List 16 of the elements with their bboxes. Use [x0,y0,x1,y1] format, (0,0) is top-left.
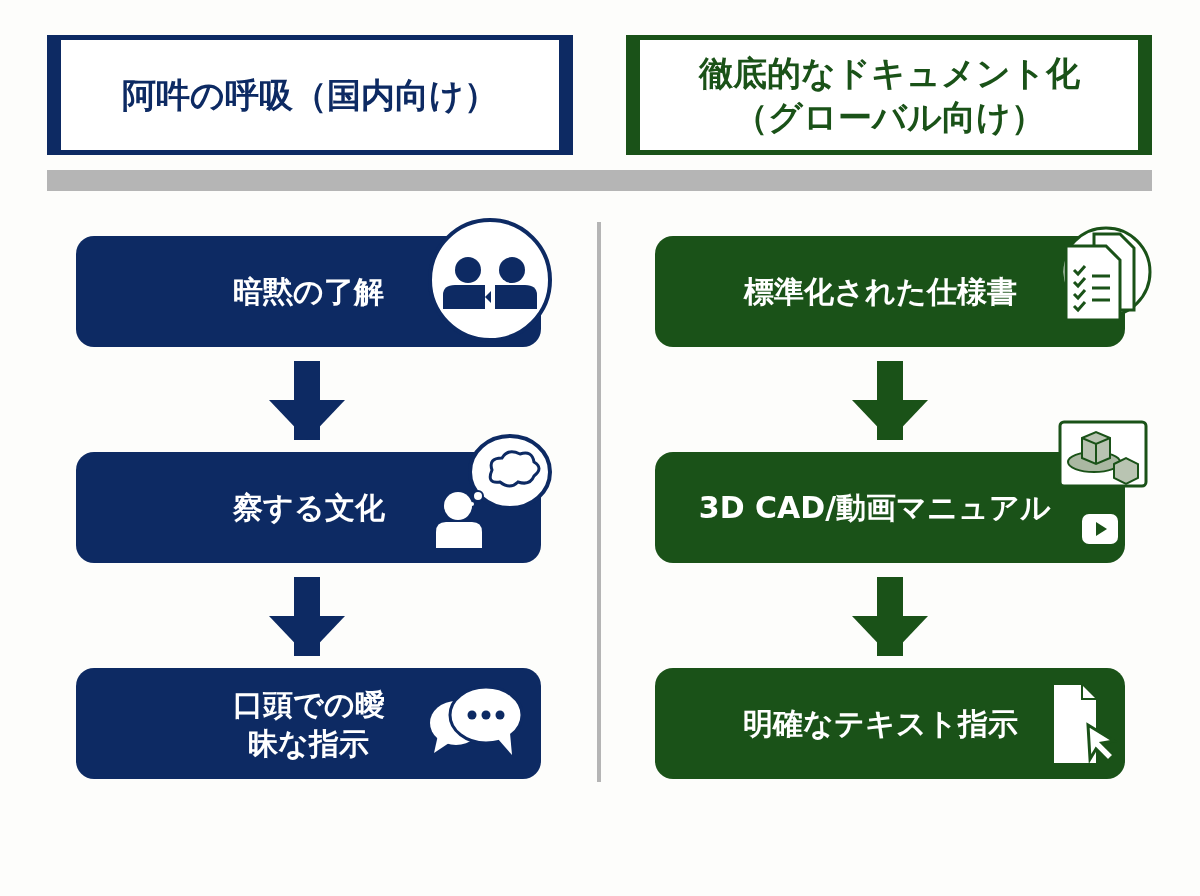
box-label: 察する文化 [232,489,385,527]
box-label: 口頭での曖昧な指示 [231,685,386,763]
header-box [47,35,573,155]
arrow [852,361,928,440]
process-box [76,668,541,779]
heading: 阿吽の呼吸（国内向け） [122,73,498,117]
box-label: 暗黙の了解 [233,273,384,311]
arrow [852,577,928,656]
arrow [269,577,345,656]
box-label: 明確なテキスト指示 [742,705,1018,743]
process-box [655,668,1125,779]
header-box [626,35,1152,155]
box-label: 標準化された仕様書 [743,273,1017,311]
box-label: 3D CAD/動画マニュアル [698,489,1052,527]
heading: 徹底的なドキュメント化（グローバル向け） [697,51,1081,139]
arrow [269,361,345,440]
